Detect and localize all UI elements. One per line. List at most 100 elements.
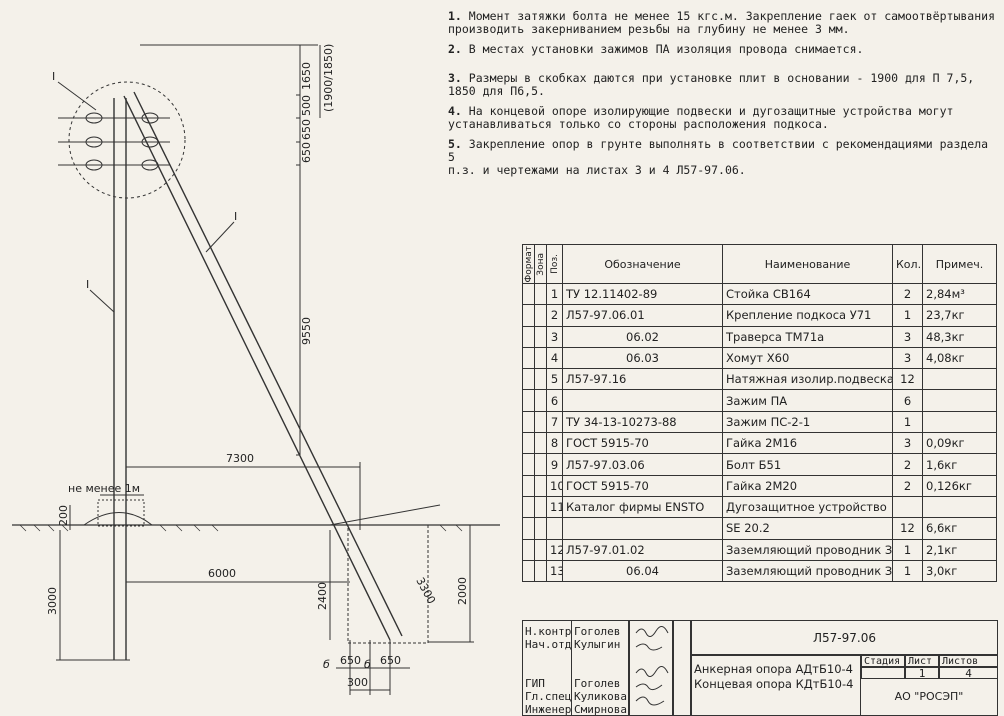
col-note: Примеч.	[922, 244, 997, 284]
spec-cell-pos: 12	[546, 538, 563, 561]
notes-block: 1. Момент затяжки болта не менее 15 кгс.…	[448, 10, 998, 184]
spec-cell-designation: Каталог фирмы ENSTO	[562, 495, 723, 519]
dim-3000: 3000	[46, 587, 59, 615]
spec-cell-pos: 6	[546, 389, 563, 412]
spec-cell-note: 0,09кг	[922, 432, 997, 455]
name-1: Гоголев	[574, 625, 621, 638]
spec-cell-fmt	[522, 474, 535, 497]
spec-cell-fmt	[522, 368, 535, 391]
spec-cell-fmt	[522, 517, 535, 540]
dim-650-d: 650	[380, 654, 401, 667]
roles-col: Н.контр Нач.отд ГИП Гл.спец Инженер	[523, 621, 571, 715]
spec-cell-designation: Л57-97.03.06	[562, 453, 723, 476]
dim-1650: 1650	[300, 62, 313, 90]
spec-cell-qty: 1	[892, 559, 923, 583]
doc-code: Л57-97.06	[691, 621, 997, 655]
spec-cell-note: 2,1кг	[922, 538, 997, 561]
spec-cell-name: Болт Б51	[722, 453, 893, 476]
spec-cell-note	[922, 389, 997, 412]
spec-cell-name: Траверса ТМ71а	[722, 325, 893, 348]
spec-cell-note	[922, 368, 997, 391]
spec-cell-designation: ГОСТ 5915-70	[562, 432, 723, 455]
spec-cell-pos: 4	[546, 346, 563, 370]
spec-cell-qty: 1	[892, 538, 923, 561]
ground-hatching	[19, 524, 463, 532]
spec-cell-qty: 3	[892, 325, 923, 348]
name-4: Гоголев	[574, 677, 621, 690]
spec-cell-designation	[562, 517, 723, 540]
note-4: 4. На концевой опоре изолирующие подвеск…	[448, 104, 954, 131]
dim-3300: 3300	[413, 575, 438, 606]
name-6: Смирнова	[574, 703, 627, 715]
spec-cell-fmt	[522, 304, 535, 327]
position-label-1: I	[52, 70, 55, 83]
dim-200: 200	[57, 505, 70, 526]
spec-cell-zone	[534, 517, 547, 540]
dim-650-c: 650	[340, 654, 361, 667]
role-glspec: Гл.спец	[525, 690, 571, 703]
spec-cell-pos: 8	[546, 432, 563, 455]
spec-cell-pos: 1	[546, 282, 563, 306]
title-block: Н.контр Нач.отд ГИП Гл.спец Инженер Гого…	[522, 620, 998, 716]
spec-cell-pos: 3	[546, 325, 563, 348]
note-3: 3. Размеры в скобках даются при установк…	[448, 71, 975, 98]
spec-cell-qty: 2	[892, 453, 923, 476]
spec-cell-name: SE 20.2	[722, 517, 893, 540]
pole-drawing: I I I 1650 (1900/1850) 500 650 650 9550 …	[12, 44, 500, 695]
dim-6000: 6000	[208, 567, 236, 580]
spec-cell-qty: 3	[892, 346, 923, 370]
spec-cell-note	[922, 410, 997, 434]
dim-2400: 2400	[316, 582, 329, 610]
spec-cell-designation	[562, 389, 723, 412]
spec-cell-name: Зажим ПА	[722, 389, 893, 412]
spec-cell-pos: 2	[546, 304, 563, 327]
mound	[83, 512, 153, 526]
section-mark-2: б	[364, 658, 371, 671]
spec-cell-pos: 11	[546, 495, 563, 519]
role-nkontr: Н.контр	[525, 625, 571, 638]
spec-cell-fmt	[522, 282, 535, 306]
spec-cell-fmt	[522, 538, 535, 561]
spec-cell-fmt	[522, 495, 535, 519]
dim-7300: 7300	[226, 452, 254, 465]
role-gip: ГИП	[525, 677, 545, 690]
specification-table: Формат Зона Поз. Обозначение Наименовани…	[522, 244, 997, 583]
spec-cell-designation: ТУ 34-13-10273-88	[562, 410, 723, 434]
spec-cell-zone	[534, 538, 547, 561]
spec-cell-zone	[534, 495, 547, 519]
spec-cell-note: 2,84м³	[922, 282, 997, 306]
title-line-1: Анкерная опора АДтБ10-4	[694, 662, 853, 676]
spec-cell-pos: 10	[546, 474, 563, 497]
spec-cell-qty: 2	[892, 474, 923, 497]
dim-300: 300	[347, 676, 368, 689]
spec-cell-fmt	[522, 410, 535, 434]
sheet-label: Лист	[905, 655, 939, 667]
spec-cell-note: 3,0кг	[922, 559, 997, 583]
spec-cell-pos: 13	[546, 559, 563, 583]
spec-cell-name: Гайка 2М16	[722, 432, 893, 455]
spec-cell-note: 0,126кг	[922, 474, 997, 497]
spec-cell-zone	[534, 389, 547, 412]
spec-cell-fmt	[522, 559, 535, 583]
dim-1900: (1900/1850)	[322, 44, 335, 112]
spec-cell-note	[922, 495, 997, 519]
spec-cell-designation: 06.04	[562, 559, 723, 583]
note-5: 5. Закрепление опор в грунте выполнять в…	[448, 137, 989, 177]
spec-cell-pos	[546, 517, 563, 540]
drawing-title: Анкерная опора АДтБ10-4 Концевая опора К…	[691, 655, 861, 715]
spec-cell-qty: 1	[892, 410, 923, 434]
spec-cell-name: Заземляющий проводник ЗП64	[722, 538, 893, 561]
stage-value	[861, 667, 905, 679]
spec-cell-qty: 12	[892, 368, 923, 391]
